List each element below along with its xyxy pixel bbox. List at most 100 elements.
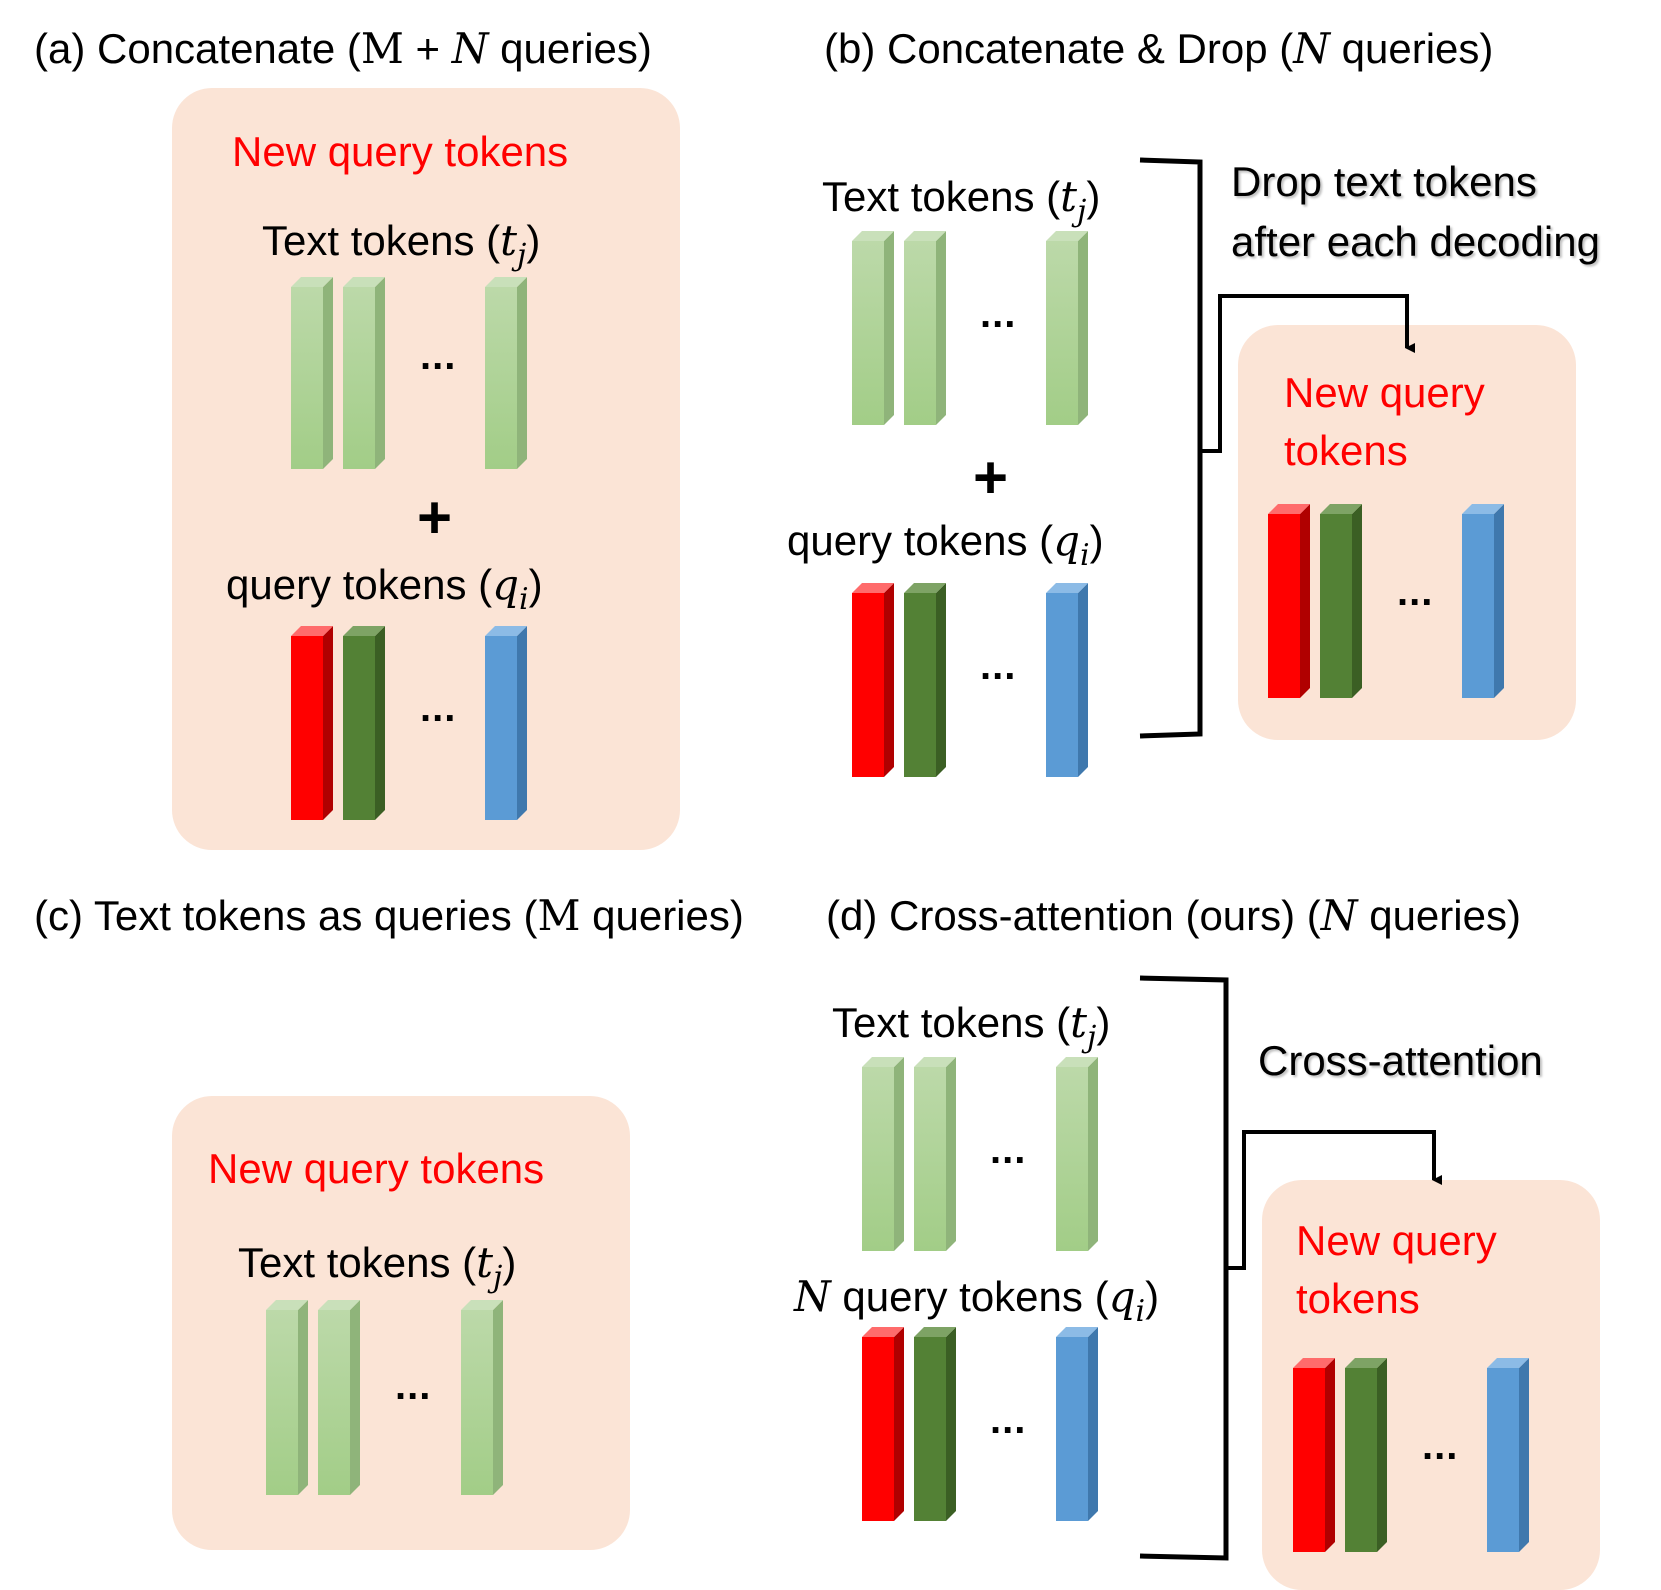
panel-a-title-pre: (a) Concatenate ( <box>34 25 361 72</box>
panel-a-plus: + <box>417 484 453 551</box>
panel-a-title: (a) Concatenate (M + N queries) <box>34 28 652 70</box>
bar-top-face <box>1056 1327 1098 1337</box>
panel-c-title-m: M <box>537 891 581 940</box>
panel-d-text-tokens-label: Text tokens (tj) <box>832 1002 1110 1053</box>
text-tokens-text: Text tokens ( <box>832 999 1071 1046</box>
panel-b-title-pre: (b) Concatenate & Drop ( <box>824 25 1294 72</box>
q-symbol: q <box>1053 516 1081 565</box>
panel-b-query-dots: ... <box>980 644 1017 688</box>
panel-b-text-dots: ... <box>980 292 1017 336</box>
panel-d-new-query-label: New query tokens <box>1296 1212 1497 1328</box>
bar-front-face <box>852 241 884 425</box>
bar-side-face <box>1078 583 1088 777</box>
bar-side-face <box>884 583 894 777</box>
panel-a-text-dots: ... <box>420 334 457 378</box>
bar-side-face <box>936 583 946 777</box>
panel-b-query-tokens-label: query tokens (qi) <box>787 520 1104 571</box>
panel-d-title: (d) Cross-attention (ours) (N queries) <box>826 895 1521 937</box>
j-subscript: j <box>517 238 527 273</box>
n-symbol: N <box>794 1272 831 1321</box>
panel-a-new-query-label: New query tokens <box>232 128 569 175</box>
bar-top-face <box>904 583 946 593</box>
text-token-bar <box>852 231 894 425</box>
panel-a-box <box>172 88 680 850</box>
panel-d-title-post: queries) <box>1357 892 1521 939</box>
panel-d-new-query-line1: New query <box>1296 1217 1497 1264</box>
bar-front-face <box>852 593 884 777</box>
panel-d-query-tokens-label: N query tokens (qi) <box>794 1276 1159 1327</box>
i-subscript: i <box>1135 1294 1146 1329</box>
text-token-bar <box>1046 231 1088 425</box>
query-token-bar-red <box>862 1327 904 1521</box>
query-token-bar-green <box>904 583 946 777</box>
close-paren: ) <box>528 561 543 608</box>
bar-front-face <box>914 1067 946 1251</box>
panel-d-text-dots: ... <box>990 1128 1027 1172</box>
text-token-bar <box>914 1057 956 1251</box>
query-token-bar-red <box>852 583 894 777</box>
i-subscript: i <box>519 582 529 617</box>
bar-side-face <box>946 1327 956 1521</box>
panel-b-note: Drop text tokens after each decoding <box>1231 152 1600 272</box>
text-tokens-text: Text tokens ( <box>238 1239 477 1286</box>
text-tokens-text: Text tokens ( <box>262 217 501 264</box>
panel-b-title: (b) Concatenate & Drop (N queries) <box>824 28 1493 70</box>
panel-a-title-n: N <box>451 24 489 73</box>
query-token-bar-blue <box>1056 1327 1098 1521</box>
panel-d-title-pre: (d) Cross-attention (ours) ( <box>826 892 1321 939</box>
bar-front-face <box>1056 1067 1088 1251</box>
panel-b-new-query-label: New query tokens <box>1284 364 1485 480</box>
text-tokens-text: Text tokens ( <box>822 173 1061 220</box>
bar-side-face <box>936 231 946 425</box>
panel-a-query-dots: ... <box>420 686 457 730</box>
panel-b-plus: + <box>973 444 1009 511</box>
query-token-bar-green <box>914 1327 956 1521</box>
panel-b-title-n: N <box>1293 24 1330 73</box>
j-subscript: j <box>493 1260 503 1295</box>
bar-front-face <box>1046 593 1078 777</box>
panel-a-title-m: M <box>360 24 404 73</box>
bar-top-face <box>1046 583 1088 593</box>
q-symbol: q <box>1108 1272 1136 1321</box>
panel-d-new-query-line2: tokens <box>1296 1275 1420 1322</box>
bar-side-face <box>884 231 894 425</box>
bar-top-face <box>914 1057 956 1067</box>
panel-a-title-post: queries) <box>488 25 652 72</box>
bar-side-face <box>894 1057 904 1251</box>
bar-top-face <box>904 231 946 241</box>
query-tokens-text: query tokens ( <box>830 1273 1109 1320</box>
panel-d-note: Cross-attention <box>1258 1037 1543 1084</box>
close-paren: ) <box>1145 1273 1160 1320</box>
bar-side-face <box>894 1327 904 1521</box>
panel-c-title-post: queries) <box>580 892 744 939</box>
panel-d-bracket <box>1139 975 1229 1561</box>
j-subscript: j <box>1087 1020 1097 1055</box>
panel-b-bracket <box>1139 157 1203 739</box>
q-symbol: q <box>492 560 520 609</box>
panel-c-text-dots: ... <box>395 1364 432 1408</box>
bar-side-face <box>1088 1057 1098 1251</box>
panel-c-title-pre: (c) Text tokens as queries ( <box>34 892 538 939</box>
query-tokens-text: query tokens ( <box>787 517 1054 564</box>
t-symbol: t <box>500 216 517 265</box>
panel-b-note-line2: after each decoding <box>1231 218 1600 265</box>
bar-top-face <box>852 231 894 241</box>
bar-top-face <box>914 1327 956 1337</box>
panel-b-note-line1: Drop text tokens <box>1231 158 1537 205</box>
panel-c-new-query-label: New query tokens <box>208 1145 545 1192</box>
bar-top-face <box>852 583 894 593</box>
close-paren: ) <box>526 217 541 264</box>
bar-front-face <box>862 1067 894 1251</box>
panel-d-query-dots: ... <box>990 1398 1027 1442</box>
panel-c-text-tokens-label: Text tokens (tj) <box>238 1242 516 1293</box>
i-subscript: i <box>1080 538 1090 573</box>
query-token-bar-blue <box>1046 583 1088 777</box>
close-paren: ) <box>1089 517 1104 564</box>
query-tokens-text: query tokens ( <box>226 561 493 608</box>
bar-side-face <box>1088 1327 1098 1521</box>
t-symbol: t <box>1060 172 1077 221</box>
panel-a-title-plus: + <box>403 25 452 72</box>
panel-b-result-dots: ... <box>1397 570 1434 614</box>
close-paren: ) <box>1086 173 1101 220</box>
bar-top-face <box>1046 231 1088 241</box>
